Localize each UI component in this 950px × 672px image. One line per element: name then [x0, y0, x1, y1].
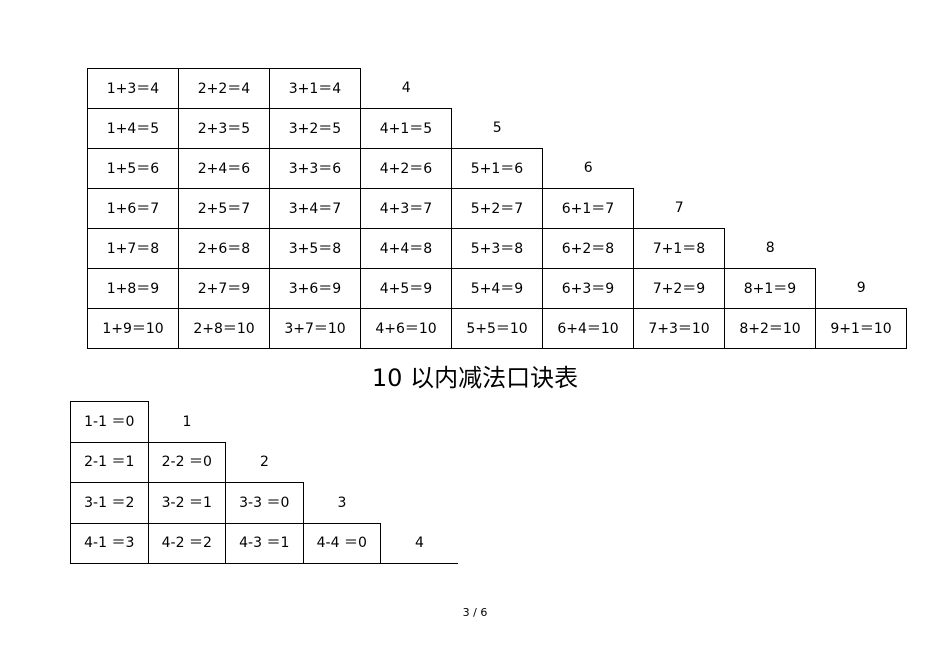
formula-cell: 2+8＝10	[178, 308, 270, 349]
formula-cell: 3+5＝8	[269, 228, 361, 269]
formula-cell: 1+3＝4	[87, 68, 179, 109]
result-label: 8	[765, 240, 775, 257]
empty-cell	[634, 109, 725, 149]
formula-cell: 2+6＝8	[178, 228, 270, 269]
result-label: 4	[401, 80, 411, 97]
formula-cell: 6+3＝9	[542, 268, 634, 309]
result-label: 6	[583, 160, 593, 177]
formula-cell: 3+6＝9	[269, 268, 361, 309]
formula-cell: 4+4＝8	[360, 228, 452, 269]
result-label: 5	[492, 120, 502, 137]
empty-cell	[543, 109, 634, 149]
formula-cell: 5+2＝7	[451, 188, 543, 229]
empty-cell	[816, 69, 907, 109]
formula-cell: 6+1＝7	[542, 188, 634, 229]
formula-cell: 2-1 ＝1	[70, 441, 149, 483]
formula-cell: 3-1 ＝2	[70, 482, 149, 524]
formula-cell: 6+2＝8	[542, 228, 634, 269]
formula-cell: 2-2 ＝0	[147, 441, 226, 483]
formula-cell: 5+4＝9	[451, 268, 543, 309]
formula-cell: 4+1＝5	[360, 108, 452, 149]
formula-cell: 2+3＝5	[178, 108, 270, 149]
formula-cell: 5+1＝6	[451, 148, 543, 189]
formula-cell: 6+4＝10	[542, 308, 634, 349]
page-number: 3 / 6	[462, 606, 488, 619]
formula-cell: 4+6＝10	[360, 308, 452, 349]
formula-cell: 7+3＝10	[633, 308, 725, 349]
formula-cell: 4+5＝9	[360, 268, 452, 309]
formula-cell: 7+1＝8	[633, 228, 725, 269]
formula-cell: 9+1＝10	[815, 308, 907, 349]
result-label: 9	[856, 280, 866, 297]
empty-cell	[725, 189, 816, 229]
formula-cell: 3+4＝7	[269, 188, 361, 229]
formula-cell: 2+4＝6	[178, 148, 270, 189]
subtraction-table-title: 10 以内减法口诀表	[371, 364, 579, 392]
formula-cell: 1+5＝6	[87, 148, 179, 189]
formula-cell: 1-1 ＝0	[70, 401, 149, 443]
empty-cell	[226, 402, 304, 443]
formula-cell: 1+9＝10	[87, 308, 179, 349]
empty-cell	[725, 69, 816, 109]
formula-cell: 1+6＝7	[87, 188, 179, 229]
empty-cell	[452, 69, 543, 109]
formula-cell: 5+3＝8	[451, 228, 543, 269]
empty-cell	[543, 69, 634, 109]
result-label: 7	[674, 200, 684, 217]
formula-cell: 3+1＝4	[269, 68, 361, 109]
result-label: 3	[337, 494, 347, 511]
formula-cell: 1+8＝9	[87, 268, 179, 309]
formula-cell: 8+1＝9	[724, 268, 816, 309]
formula-cell: 8+2＝10	[724, 308, 816, 349]
formula-cell: 4+2＝6	[360, 148, 452, 189]
empty-cell	[634, 149, 725, 189]
formula-cell: 3+2＝5	[269, 108, 361, 149]
empty-cell	[816, 149, 907, 189]
result-label: 4	[380, 523, 458, 564]
empty-cell	[816, 109, 907, 149]
empty-cell	[816, 229, 907, 269]
empty-cell	[303, 402, 381, 443]
empty-cell	[381, 483, 459, 524]
formula-cell: 5+5＝10	[451, 308, 543, 349]
formula-cell: 1+7＝8	[87, 228, 179, 269]
formula-cell: 3+7＝10	[269, 308, 361, 349]
empty-cell	[381, 402, 459, 443]
formula-cell: 3-2 ＝1	[147, 482, 226, 524]
formula-cell: 2+5＝7	[178, 188, 270, 229]
table-row: 1-1 ＝0 1	[70, 401, 459, 443]
empty-cell	[381, 442, 459, 483]
formula-cell: 4-4 ＝0	[302, 522, 381, 564]
formula-cell: 4+3＝7	[360, 188, 452, 229]
formula-cell: 2+2＝4	[178, 68, 270, 109]
formula-cell: 1+4＝5	[87, 108, 179, 149]
formula-cell: 3+3＝6	[269, 148, 361, 189]
empty-cell	[816, 189, 907, 229]
empty-cell	[303, 442, 381, 483]
empty-cell	[634, 69, 725, 109]
result-label: 2	[260, 454, 269, 470]
empty-cell	[725, 109, 816, 149]
formula-cell: 4-3 ＝1	[225, 522, 304, 564]
empty-cell	[725, 149, 816, 189]
formula-cell: 4-1 ＝3	[70, 522, 149, 564]
formula-cell: 2+7＝9	[178, 268, 270, 309]
result-label: 1	[182, 413, 192, 430]
formula-cell: 7+2＝9	[633, 268, 725, 309]
formula-cell: 3-3 ＝0	[225, 482, 304, 524]
formula-cell: 4-2 ＝2	[147, 522, 226, 564]
